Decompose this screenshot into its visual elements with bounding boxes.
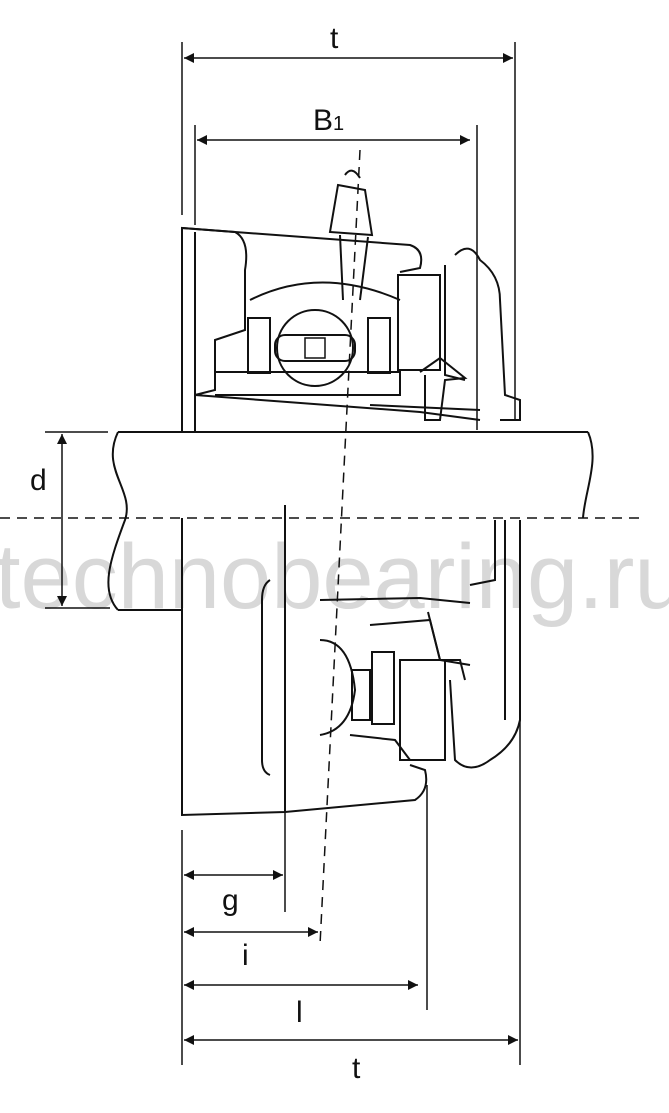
label-d: d xyxy=(30,464,47,497)
dimension-t-bottom: t xyxy=(184,1035,518,1085)
housing-lower xyxy=(181,505,521,817)
housing-upper xyxy=(181,169,521,432)
label-t-top: t xyxy=(330,22,339,55)
label-b1: B1 xyxy=(313,104,344,137)
housing-centerline xyxy=(319,149,361,946)
label-g: g xyxy=(222,884,239,917)
dimension-g: g xyxy=(184,870,283,917)
watermark: technobearing.ru xyxy=(0,526,669,628)
bottom-extension-lines xyxy=(181,720,521,1065)
label-i: i xyxy=(242,939,249,972)
shaft xyxy=(107,431,594,611)
dimension-l: l xyxy=(184,980,418,1029)
dimension-b1: B1 xyxy=(194,104,478,430)
label-t-bottom: t xyxy=(352,1052,361,1085)
dimension-t-top: t xyxy=(181,22,516,420)
label-l: l xyxy=(296,996,303,1029)
dimension-d: d xyxy=(30,431,110,609)
dimension-i: i xyxy=(184,927,318,972)
